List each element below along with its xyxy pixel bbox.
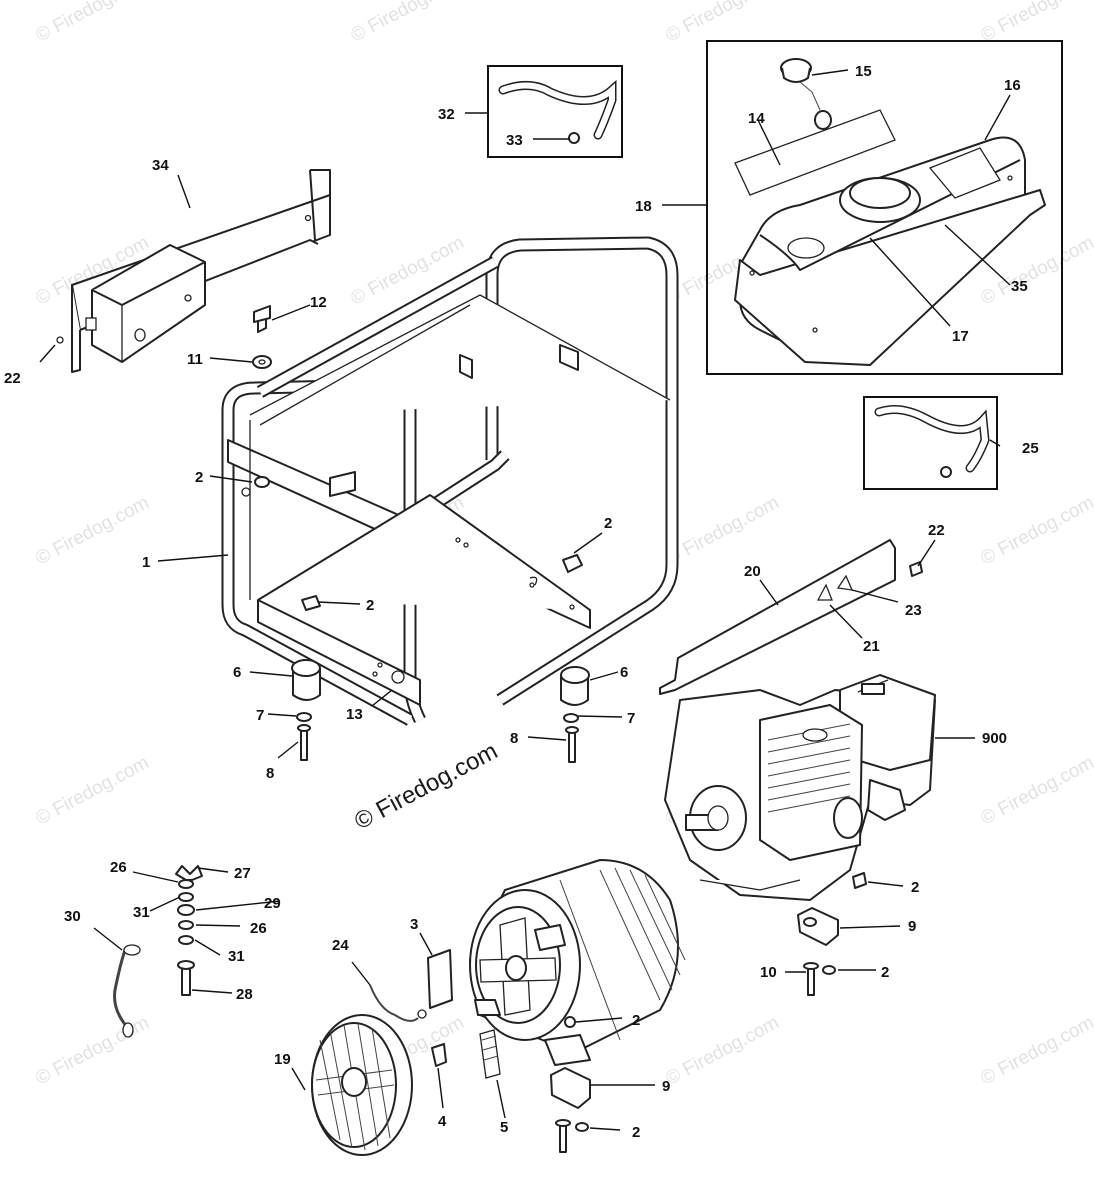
callout-26: 26 — [250, 920, 267, 937]
callout-19: 19 — [274, 1051, 291, 1068]
callout-24: 24 — [332, 937, 349, 954]
callout-31: 31 — [133, 904, 150, 921]
callout-35: 35 — [1011, 278, 1028, 295]
callout-2: 2 — [366, 597, 374, 614]
callout-4: 4 — [438, 1113, 447, 1130]
callout-8: 8 — [510, 730, 518, 747]
callout-31: 31 — [228, 948, 245, 965]
watermark: © Firedog.com — [977, 492, 1094, 569]
callout-22: 22 — [4, 370, 21, 387]
watermark: © Firedog.com — [662, 1012, 782, 1089]
callout-5: 5 — [500, 1119, 508, 1136]
fuel-line-box — [487, 65, 623, 158]
fuel-tank-assembly — [706, 40, 1063, 375]
callout-8: 8 — [266, 765, 274, 782]
callout-30: 30 — [64, 908, 81, 925]
callout-2: 2 — [911, 879, 919, 896]
fan-cover — [311, 1014, 413, 1156]
callout-33: 33 — [506, 132, 523, 149]
ground-hardware — [113, 865, 203, 1038]
watermark: © Firedog.com — [977, 1012, 1094, 1089]
watermark: © Firedog.com — [32, 492, 152, 569]
callout-25: 25 — [1022, 440, 1039, 457]
callout-20: 20 — [744, 563, 761, 580]
callout-labels: 32 33 18 34 22 12 11 2 1 2 2 6 7 8 13 6 … — [4, 63, 1039, 1141]
callout-28: 28 — [236, 986, 253, 1003]
callout-27: 27 — [234, 865, 251, 882]
callout-3: 3 — [410, 916, 418, 933]
watermark: © Firedog.com — [347, 0, 467, 46]
callout-9: 9 — [662, 1078, 670, 1095]
leader-lines — [39, 69, 1011, 1131]
callout-16: 16 — [1004, 77, 1021, 94]
watermark: © Firedog.com — [32, 1012, 152, 1089]
callout-1: 1 — [142, 554, 150, 571]
callout-14: 14 — [748, 110, 765, 127]
watermark: © Firedog.com — [977, 0, 1094, 46]
engine-mount-brackets — [56, 336, 867, 1153]
callout-2: 2 — [632, 1124, 640, 1141]
callout-15: 15 — [855, 63, 872, 80]
callout-23: 23 — [905, 602, 922, 619]
callout-29: 29 — [264, 895, 281, 912]
watermark: © Firedog.com — [662, 492, 782, 569]
callout-2: 2 — [604, 515, 612, 532]
callout-21: 21 — [863, 638, 880, 655]
watermark: © Firedog.com — [32, 752, 152, 829]
callout-900: 900 — [982, 730, 1007, 747]
callout-26: 26 — [110, 859, 127, 876]
isolator-mounts — [291, 659, 590, 763]
copyright-text: © Firedog.com — [350, 737, 502, 835]
callout-10: 10 — [760, 964, 777, 981]
engine — [664, 674, 936, 901]
callout-9: 9 — [908, 918, 916, 935]
support-bracket — [659, 539, 923, 695]
watermark: © Firedog.com — [347, 232, 467, 309]
callout-12: 12 — [310, 294, 327, 311]
callout-11: 11 — [187, 351, 203, 368]
callout-7: 7 — [627, 710, 635, 727]
callout-34: 34 — [152, 157, 169, 174]
watermark: © Firedog.com — [32, 0, 152, 46]
callout-6: 6 — [620, 664, 628, 681]
callout-17: 17 — [952, 328, 969, 345]
callout-2: 2 — [632, 1012, 640, 1029]
callout-18: 18 — [635, 198, 652, 215]
alternator — [469, 859, 686, 1066]
frame-hardware — [252, 305, 583, 611]
watermark: © Firedog.com — [977, 752, 1094, 829]
callout-7: 7 — [256, 707, 264, 724]
callout-2: 2 — [195, 469, 203, 486]
callout-6: 6 — [233, 664, 241, 681]
tube-frame — [221, 236, 679, 726]
watermark: © Firedog.com — [662, 0, 782, 46]
callout-2: 2 — [881, 964, 889, 981]
control-panel-bracket — [71, 169, 331, 373]
fuel-line-box-2 — [863, 396, 998, 490]
callout-22: 22 — [928, 522, 945, 539]
callout-13: 13 — [346, 706, 363, 723]
callout-32: 32 — [438, 106, 455, 123]
electrical-parts — [369, 949, 501, 1079]
